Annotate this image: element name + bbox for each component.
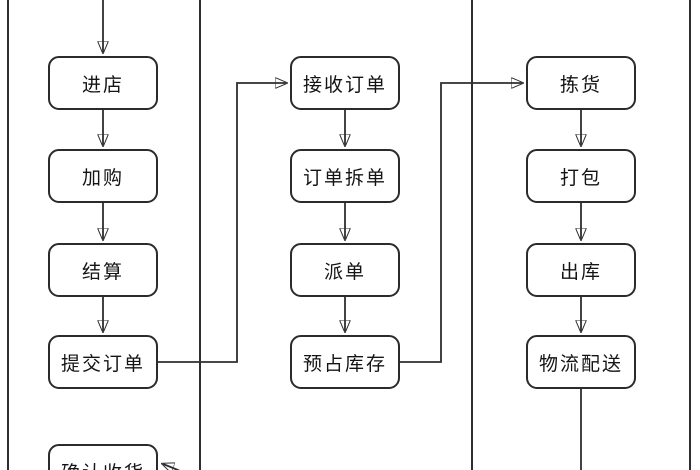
edge-reserve-stock-to-picking (400, 83, 522, 363)
node-enter-store: 进店 (48, 56, 158, 110)
node-picking: 拣货 (526, 56, 636, 110)
node-checkout: 结算 (48, 243, 158, 297)
node-outbound: 出库 (526, 243, 636, 297)
node-receive-order: 接收订单 (290, 56, 400, 110)
edge-submit-order-to-receive-order (158, 83, 286, 363)
node-submit-order: 提交订单 (48, 335, 158, 389)
node-add-to-cart: 加购 (48, 149, 158, 203)
node-packing: 打包 (526, 149, 636, 203)
node-split-order: 订单拆单 (290, 149, 400, 203)
node-confirm-receipt: 确认收货 (48, 444, 158, 470)
edge-into-confirm-receipt (163, 464, 181, 470)
node-logistics-delivery: 物流配送 (526, 335, 636, 389)
node-reserve-stock: 预占库存 (290, 335, 400, 389)
node-dispatch-order: 派单 (290, 243, 400, 297)
